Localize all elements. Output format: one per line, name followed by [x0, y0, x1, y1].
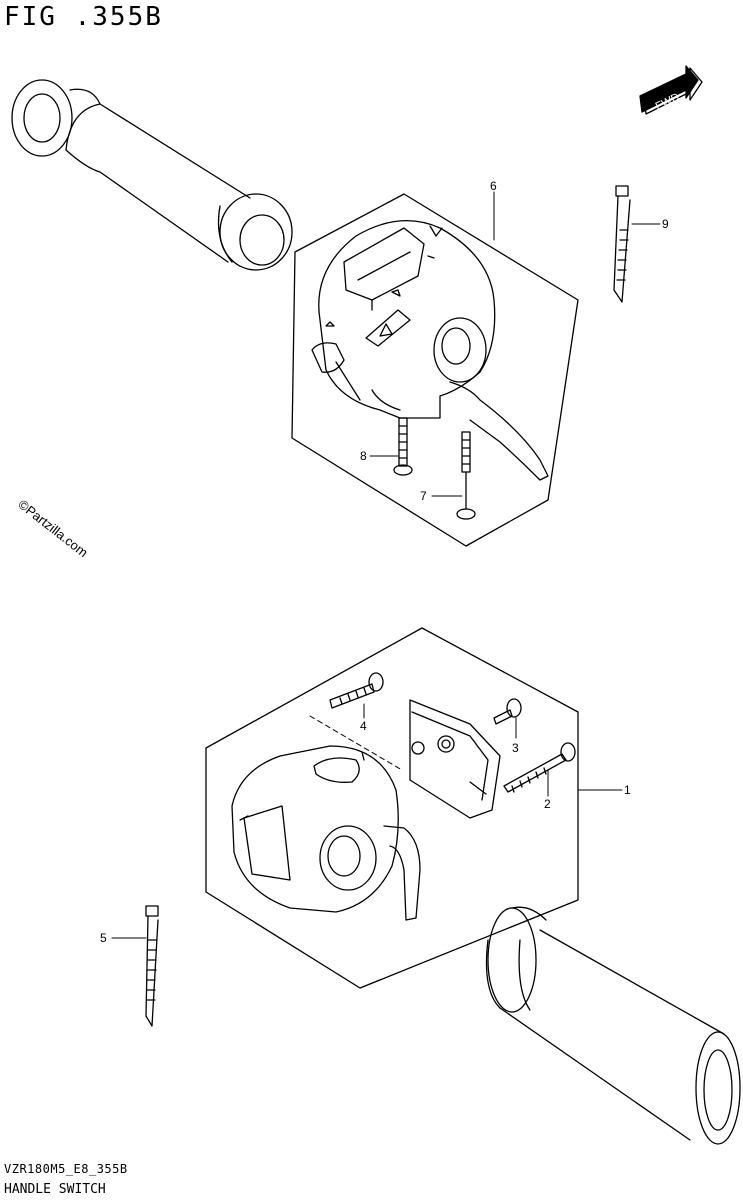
figure-name: HANDLE SWITCH [4, 1182, 106, 1197]
callout-4: 4 [360, 719, 367, 733]
callout-5: 5 [100, 931, 107, 945]
screw-2 [503, 742, 576, 793]
callout-3: 3 [512, 741, 519, 755]
switch-clamp [409, 699, 501, 819]
left-grip [11, 79, 293, 271]
callout-9: 9 [662, 217, 669, 231]
screw-3 [493, 698, 522, 725]
figure-title: FIG .355B [4, 2, 163, 32]
cable-tie-9 [613, 185, 631, 303]
cable-tie-5 [145, 905, 159, 1027]
callout-6: 6 [490, 179, 497, 193]
fwd-arrow-icon [639, 65, 703, 115]
callout-8: 8 [360, 449, 367, 463]
screw-7 [456, 431, 476, 520]
right-switch-assembly-outline [205, 627, 579, 989]
callout-7: 7 [420, 489, 427, 503]
left-switch-assembly-outline [291, 193, 579, 547]
drawing-code: VZR180M5_E8_355B [4, 1162, 128, 1176]
left-handle-switch [311, 219, 549, 481]
right-handle-switch [231, 745, 421, 921]
screw-4 [329, 672, 384, 709]
screw-8 [393, 417, 413, 476]
callout-1: 1 [624, 783, 631, 797]
callout-2: 2 [544, 797, 551, 811]
throttle-grip [485, 906, 741, 1145]
